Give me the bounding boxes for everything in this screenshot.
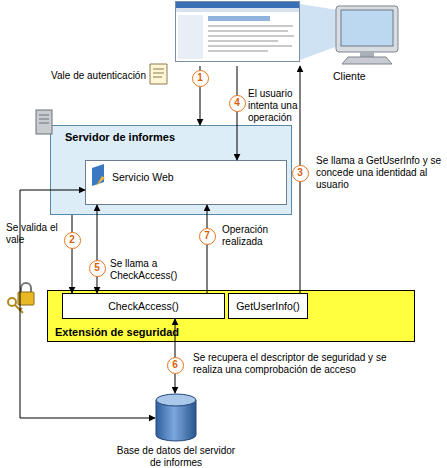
callout-number: 1 [192, 70, 209, 87]
node-text: Servidor de informes [65, 131, 275, 143]
cylinder-outline [155, 393, 197, 443]
connector-arrow [237, 66, 238, 160]
server-slots [39, 115, 49, 123]
callout-number: 7 [199, 228, 216, 245]
step-description: Se llama a GetUserInfo y se concede una … [316, 155, 446, 191]
monitor-screen [341, 10, 393, 46]
ticket-lines [153, 69, 164, 77]
key-shaft [15, 305, 23, 313]
web-service-pen [96, 176, 105, 186]
step-description: Se valida el vale [6, 222, 60, 246]
connector-arrow [207, 205, 208, 293]
node-text: CheckAccess() [63, 300, 224, 312]
database-cylinder: Base de datos del servidor de informes [155, 393, 197, 443]
browser-toolbar [176, 8, 299, 12]
browser-line [208, 40, 278, 42]
node-text: GetUserInfo() [229, 300, 307, 312]
browser-line [208, 30, 288, 32]
lock-body [18, 292, 34, 305]
browser-line [208, 50, 268, 52]
monitor-body [336, 6, 398, 52]
callout-number: 5 [89, 260, 106, 277]
browser-line [208, 35, 294, 37]
report-server-box: Servidor de informesServicio Web [50, 125, 292, 215]
client-node: Cliente [175, 2, 410, 66]
cylinder-top [156, 394, 196, 406]
browser-sidebar [178, 15, 203, 59]
lock-shackle [21, 283, 31, 292]
browser-line [208, 25, 293, 27]
callout-number: 6 [167, 357, 184, 374]
node-text: Servicio Web [112, 171, 232, 183]
browser-window [176, 2, 300, 62]
callout-number: 4 [229, 95, 246, 112]
method-box: CheckAccess() [62, 293, 225, 319]
browser-line [208, 45, 292, 47]
step-description: Se llama a CheckAccess() [110, 258, 205, 282]
server-icon [36, 110, 52, 134]
browser-titlebar [176, 2, 299, 8]
web-service-box: Servicio Web [85, 160, 287, 205]
ticket-scroll [150, 64, 167, 84]
monitor-base [342, 57, 392, 64]
security-extension-band: Extensión de seguridad CheckAccess() GetUs… [47, 290, 415, 342]
connector-arrow [72, 215, 73, 293]
callout-number: 2 [64, 232, 81, 249]
step-description: El usuario intenta una operación [248, 88, 298, 124]
node-text: Base de datos del servidor de informes [111, 445, 241, 468]
method-box: GetUserInfo() [228, 293, 308, 319]
node-text: Extensión de seguridad [55, 326, 305, 338]
step-description: Se recupera el descriptor de seguridad y… [193, 352, 405, 376]
connector-arrow [97, 205, 98, 293]
step-description: Vale de autenticación [28, 70, 146, 82]
node-text: Cliente [333, 70, 393, 82]
monitor-neck [360, 52, 374, 57]
zoom-wedge [300, 4, 338, 60]
web-service-icon [92, 164, 104, 186]
step-description: Operación realizada [222, 224, 292, 248]
key-ring [8, 298, 16, 306]
browser-heading [208, 16, 270, 21]
callout-number: 3 [292, 165, 309, 182]
